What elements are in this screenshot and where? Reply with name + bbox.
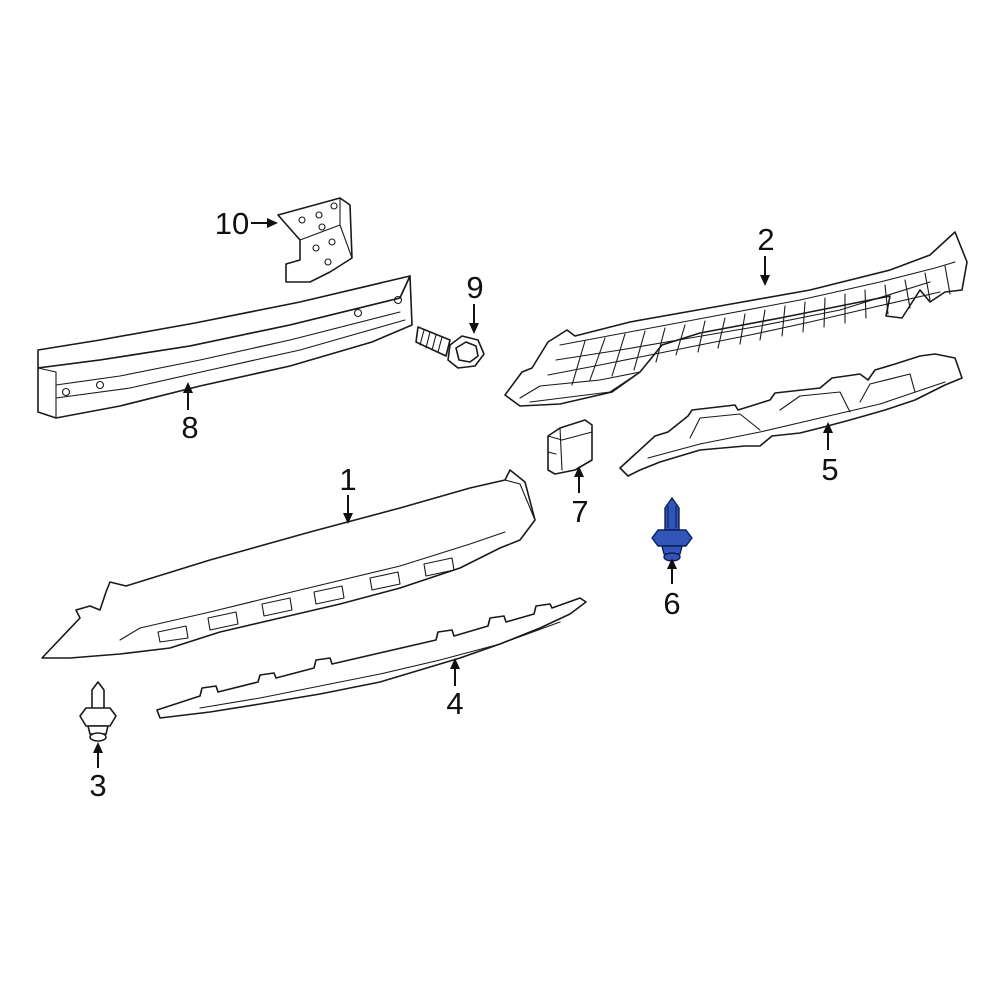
part-3-clip: [79, 681, 117, 742]
part-8-reinforcement-beam: [37, 275, 413, 419]
part-10-bracket: [277, 197, 353, 283]
callout-7: 7: [571, 494, 588, 529]
callout-10: 10: [215, 206, 249, 241]
callout-labels: 10 2 9 8 1 5 7 6 4 3: [89, 206, 838, 803]
part-4-trim-strip: [156, 597, 587, 719]
callout-9: 9: [466, 270, 483, 305]
part-5-bracket: [619, 353, 963, 477]
callout-6: 6: [663, 586, 680, 621]
part-7-clip: [547, 419, 593, 475]
callout-8: 8: [181, 410, 198, 445]
callout-1: 1: [339, 462, 356, 497]
callout-2: 2: [757, 222, 774, 257]
callout-4: 4: [446, 686, 463, 721]
callout-5: 5: [821, 452, 838, 487]
part-9-bolt: [415, 326, 485, 369]
callout-arrows: [93, 218, 833, 768]
part-1-lower-cover: [41, 469, 536, 659]
part-6-clip-highlighted: [651, 497, 693, 562]
callout-3: 3: [89, 768, 106, 803]
part-2-upper-cover: [504, 231, 968, 407]
